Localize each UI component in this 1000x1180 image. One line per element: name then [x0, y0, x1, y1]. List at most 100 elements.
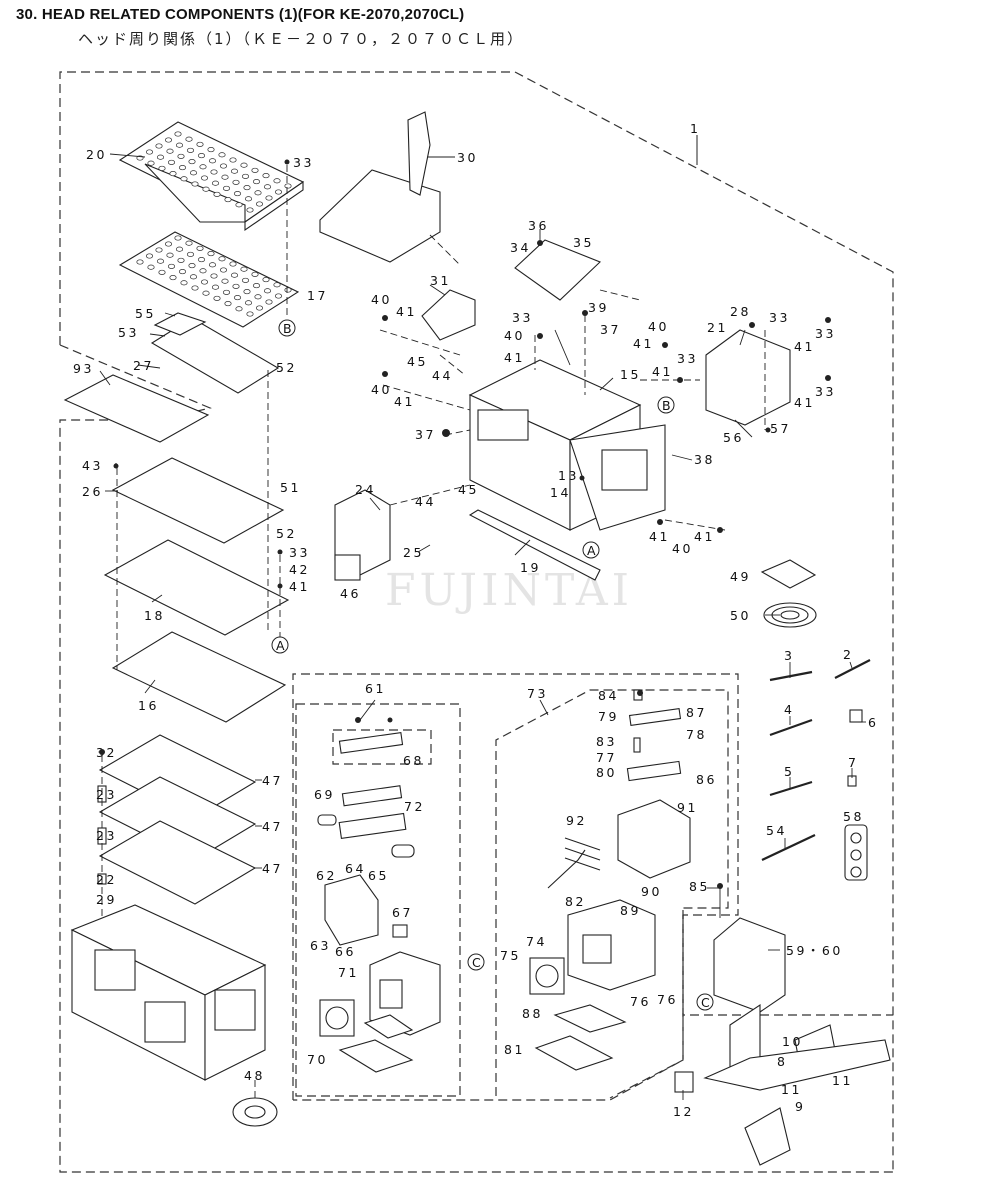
perforation-hole: [167, 159, 176, 165]
perforation-hole: [213, 191, 221, 197]
part-label: 80: [596, 765, 617, 780]
perforation-hole: [274, 293, 283, 299]
part-label: 46: [340, 586, 361, 601]
perforation-hole: [232, 283, 240, 289]
part-label: 73: [527, 686, 548, 701]
perforation-hole: [147, 160, 155, 166]
part-label: 91: [677, 800, 698, 815]
part-label: 39: [588, 300, 609, 315]
perforation-hole: [158, 269, 166, 275]
part-label: 79: [598, 709, 619, 724]
perforation-hole: [202, 290, 210, 296]
part-label: 23: [96, 787, 117, 802]
perforation-hole: [145, 149, 154, 155]
part-label: 41: [394, 394, 415, 409]
perforation-hole: [252, 283, 261, 289]
perforation-hole: [200, 175, 209, 181]
perforation-hole: [210, 169, 218, 175]
perforation-hole: [185, 136, 193, 142]
perforation-hole: [199, 268, 207, 274]
part-label: 93: [73, 361, 94, 376]
part-label: 37: [415, 427, 436, 442]
part-label: 43: [82, 458, 103, 473]
perforation-hole: [229, 157, 237, 163]
part-label: 45: [407, 354, 428, 369]
assembly-boundary: [59, 71, 894, 1173]
perforation-hole: [177, 153, 185, 159]
part-label: 10: [782, 1034, 803, 1049]
perforation-hole: [196, 245, 204, 251]
perforation-hole: [155, 247, 163, 253]
perforation-hole: [169, 275, 177, 281]
part-label: 71: [338, 965, 359, 980]
perforation-hole: [219, 267, 228, 273]
part-label: 40: [371, 382, 392, 397]
part-label: 26: [82, 484, 103, 499]
part-label: 47: [262, 773, 283, 788]
perforation-hole: [174, 131, 182, 137]
perforation-hole: [244, 196, 253, 202]
perforation-hole: [200, 279, 209, 285]
part-label: 36: [528, 218, 549, 233]
center-assembly-lines: [379, 234, 766, 531]
part-label: 41: [396, 304, 417, 319]
right-mid-parts: [674, 709, 891, 1166]
part-label: 57: [770, 421, 791, 436]
perforation-hole: [235, 202, 243, 208]
part-label: 33: [677, 351, 698, 366]
perforation-hole: [177, 257, 185, 263]
fasteners: [99, 159, 831, 889]
ref-marker-c: C: [472, 955, 483, 970]
part-label: 18: [144, 608, 165, 623]
part-label: 62: [316, 868, 337, 883]
perforation-hole: [199, 164, 207, 170]
perforation-hole: [246, 311, 254, 317]
part-label: 82: [565, 894, 586, 909]
perforation-hole: [244, 300, 253, 306]
part-label: 33: [815, 326, 836, 341]
part-label: 86: [696, 772, 717, 787]
perforation-hole: [265, 299, 273, 305]
part-label: 85: [689, 879, 710, 894]
part-label: 59・60: [786, 943, 843, 958]
part-label: 70: [307, 1052, 328, 1067]
subkit-61-parts: [317, 731, 441, 1073]
part-label: 69: [314, 787, 335, 802]
part-label: 33: [815, 384, 836, 399]
perforation-hole: [164, 241, 173, 247]
part-label: 4: [784, 702, 794, 717]
part-labels: 1 2 3 4 5 6 7 8 9 10 11 11 12 13 14 15 1…: [73, 121, 876, 1119]
perforation-hole: [230, 168, 239, 174]
part-label: 66: [335, 944, 356, 959]
ref-marker-b: B: [662, 398, 673, 413]
perforation-hole: [222, 289, 231, 295]
part-label: 30: [457, 150, 478, 165]
perforation-hole: [158, 165, 166, 171]
part-label: 44: [432, 368, 453, 383]
part-label: 88: [522, 1006, 543, 1021]
perforation-hole: [241, 277, 250, 283]
part-label: 41: [794, 339, 815, 354]
part-label: 41: [649, 529, 670, 544]
part-label: 87: [686, 705, 707, 720]
part-label: 32: [96, 745, 117, 760]
perforation-hole: [156, 154, 165, 160]
perforation-hole: [136, 259, 144, 265]
perforation-hole: [178, 269, 187, 275]
part-label: 81: [504, 1042, 525, 1057]
perforation-hole: [255, 305, 264, 311]
perforation-hole: [246, 207, 254, 213]
perforation-hole: [186, 251, 195, 257]
perforation-hole: [232, 179, 240, 185]
perforation-hole: [230, 272, 239, 278]
part-label: 41: [633, 336, 654, 351]
part-label: 34: [510, 240, 531, 255]
part-label: 61: [365, 681, 386, 696]
perforation-hole: [221, 278, 229, 284]
reference-markers: B B A A C C: [271, 319, 714, 1011]
part-label: 49: [730, 569, 751, 584]
part-label: 8: [777, 1054, 787, 1069]
perforation-hole: [167, 263, 176, 269]
perforation-hole: [147, 264, 155, 270]
